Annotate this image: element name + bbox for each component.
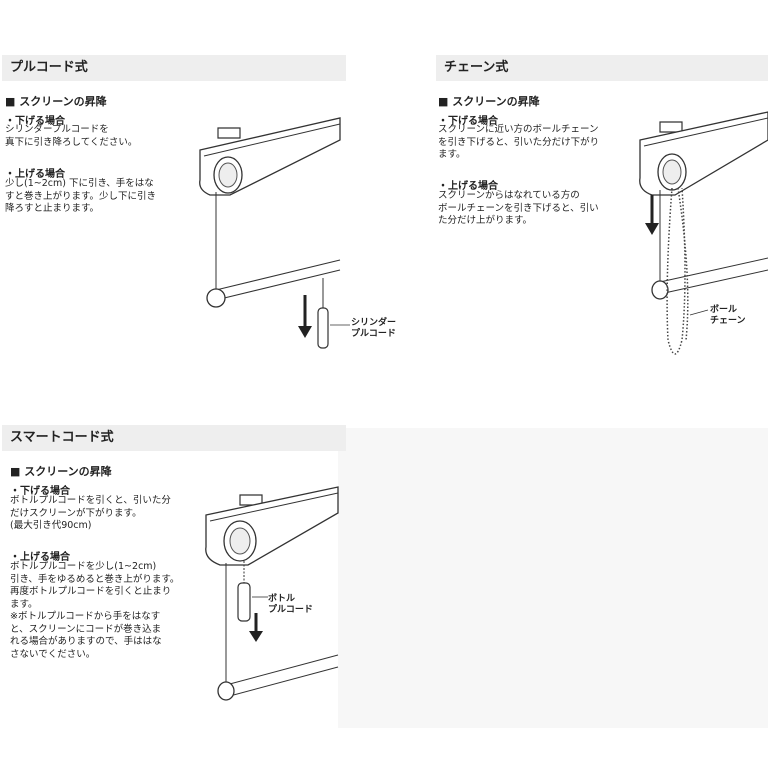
smart-cord-header: スマートコード式 (2, 425, 346, 451)
chain-subheading: ■ スクリーンの昇降 (438, 95, 540, 108)
smart-cord-callout-label: ボトル プルコード (268, 594, 313, 615)
pull-cord-up-label: ・上げる場合 (5, 169, 65, 180)
pull-cord-header: プルコード式 (2, 55, 346, 81)
smart-cord-down-label: ・下げる場合 (10, 486, 70, 497)
chain-up-text: スクリーンからはなれている方の ボールチェーンを引き下げると、引い た分だけ上が… (438, 190, 599, 226)
smart-cord-up-label: ・上げる場合 (10, 552, 70, 563)
pull-cord-down-label: ・下げる場合 (5, 116, 65, 127)
chain-down-label: ・下げる場合 (438, 116, 498, 127)
pull-cord-down-text: シリンダープルコードを 真下に引き降ろしてください。 (5, 124, 138, 148)
smart-cord-down-text: ボトルプルコードを引くと、引いた分 だけスクリーンが下がります。 (最大引き代9… (10, 495, 171, 531)
pull-cord-up-text: 少し(1~2cm) 下に引き、手をはな すと巻き上がります。少し下に引き 降ろす… (5, 178, 157, 214)
chain-down-text: スクリーンに近い方のボールチェーン を引き下げると、引いた分だけ下がり ます。 (438, 124, 600, 160)
chain-callout-label: ボール チェーン (710, 305, 746, 326)
pull-cord-blind-illustration (199, 117, 350, 349)
empty-panel-background (338, 428, 768, 728)
pull-cord-subheading: ■ スクリーンの昇降 (5, 95, 107, 108)
chain-blind-illustration (639, 111, 768, 355)
smart-cord-blind-illustration (205, 486, 339, 701)
chain-up-label: ・上げる場合 (438, 181, 498, 192)
smart-cord-up-text: ボトルプルコードを少し(1~2cm) 引き、手をゆるめると巻き上がります。 再度… (10, 561, 180, 660)
pull-cord-callout-label: シリンダー プルコード (351, 318, 397, 339)
smart-cord-subheading: ■ スクリーンの昇降 (10, 465, 112, 478)
chain-header: チェーン式 (436, 55, 768, 81)
